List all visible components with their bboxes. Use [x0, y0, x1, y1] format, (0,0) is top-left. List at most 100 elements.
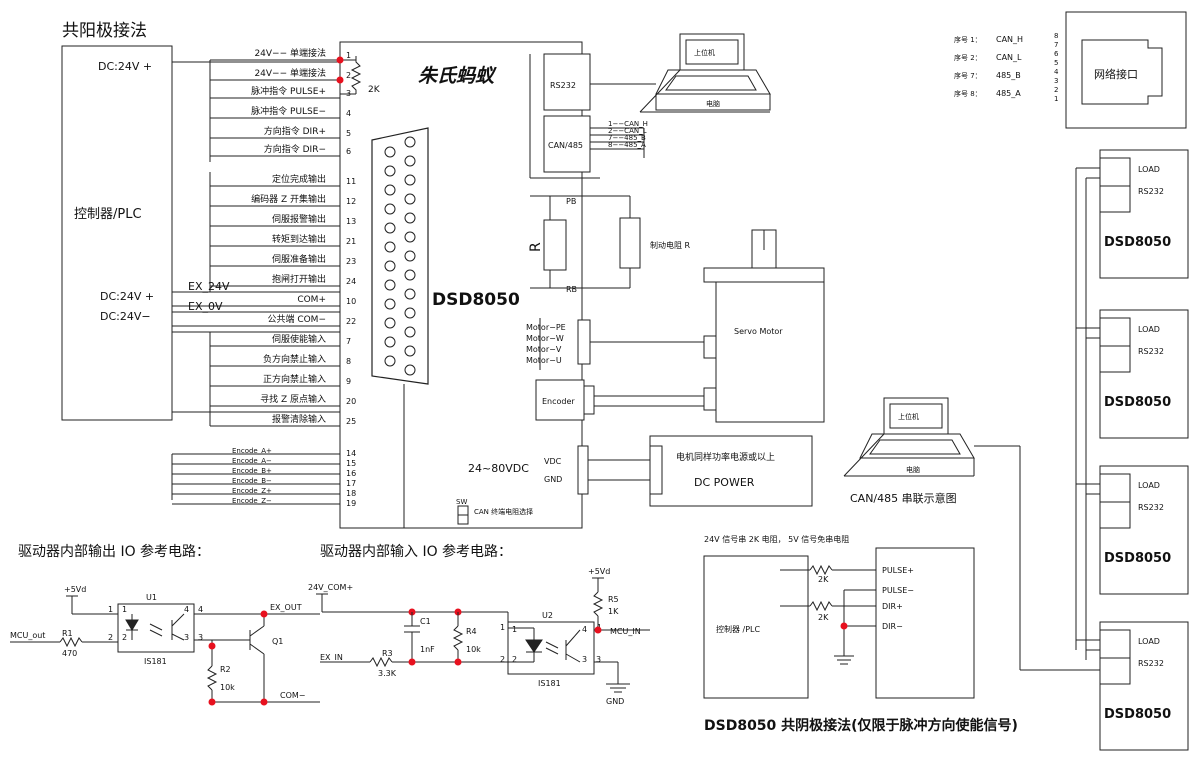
encoder-pin-number: 16: [346, 469, 356, 478]
network-pin-number: 5: [1054, 59, 1058, 67]
drive-voltage: 24~80VDC: [468, 462, 529, 475]
encoder-label: Encoder: [542, 397, 575, 406]
pin-number: 6: [346, 147, 351, 156]
pin-number: 9: [346, 377, 351, 386]
db25-pin: [404, 250, 416, 262]
drive-box: [339, 41, 583, 529]
slave-model-label: DSD8050: [1104, 395, 1171, 410]
slave-port: [1099, 157, 1131, 213]
u2-label: U2: [542, 611, 553, 620]
pin-number: 13: [346, 217, 356, 226]
pb-label: PB: [566, 197, 576, 206]
in-v24-label: 24V_COM+: [308, 583, 353, 592]
network-seq: 序号 2：: [954, 53, 982, 62]
db25-pin: [404, 212, 416, 224]
db25-pin: [384, 336, 396, 348]
network-signal: 485_A: [996, 89, 1021, 98]
db25-pin: [404, 326, 416, 338]
encoder-pin-number: 15: [346, 459, 356, 468]
slave-port: [1099, 629, 1131, 685]
db25-pin: [404, 269, 416, 281]
r-label: R: [528, 242, 544, 252]
cc-pin-label: PULSE−: [882, 586, 914, 595]
network-seq: 序号 8：: [954, 89, 982, 98]
encoder-pin-number: 17: [346, 479, 356, 488]
cc-plc-box: [703, 555, 809, 699]
ex-in-label: EX_IN: [320, 653, 343, 662]
cc-title: DSD8050 共阴极接法(仅限于脉冲方向使能信号): [704, 717, 1018, 734]
can485-block: [543, 115, 591, 173]
cc-plc-label: 控制器 /PLC: [716, 624, 761, 634]
slave-port: [1099, 317, 1131, 373]
pin-number: 5: [346, 129, 351, 138]
pin-number: 21: [346, 237, 356, 246]
slave-rs232-label: RS232: [1138, 187, 1164, 196]
u2-inner-pin3: 3: [582, 655, 587, 664]
db25-pin: [384, 203, 396, 215]
plc-box: [61, 45, 173, 421]
plc-dc24v-minus: DC:24V−: [100, 310, 151, 323]
encoder-pin-number: 19: [346, 499, 356, 508]
c1-value: 1nF: [420, 645, 435, 654]
pin-label: 公共端 COM−: [267, 313, 326, 325]
encoder-pin-number: 14: [346, 449, 356, 458]
slave-load-label: LOAD: [1138, 637, 1160, 646]
network-seq: 序号 1：: [954, 35, 982, 44]
u1-pin3: 3: [198, 633, 203, 642]
db25-pin: [404, 288, 416, 300]
pin-label: 正方向禁止输入: [263, 373, 326, 385]
db25-pin: [384, 279, 396, 291]
internal-resistor: [543, 219, 567, 271]
network-pin-number: 1: [1054, 95, 1058, 103]
db25-pin: [384, 298, 396, 310]
encoder-pin-list: Encode_A+14Encode_A−15Encode_B+16Encode_…: [172, 447, 356, 508]
r4-value: 10k: [466, 645, 481, 654]
r1-value: 470: [62, 649, 77, 658]
pin-label: 方向指令 DIR+: [264, 125, 326, 137]
rs232-block: [543, 53, 591, 111]
r4-label: R4: [466, 627, 477, 636]
c1-label: C1: [420, 617, 431, 626]
power-line2: DC POWER: [694, 476, 755, 489]
rb-label: RB: [566, 285, 577, 294]
pc-top-caption: 电脑: [706, 99, 720, 108]
r5-label: R5: [608, 595, 619, 604]
can-line-label: 2−−CAN_L: [608, 127, 647, 135]
u1-inner-pin2: 2: [122, 633, 127, 642]
slave-load-label: LOAD: [1138, 325, 1160, 334]
network-pin-number: 6: [1054, 50, 1059, 58]
pin-label: 伺服准备输出: [272, 253, 326, 265]
db25-pin: [404, 155, 416, 167]
in-v5-label: +5Vd: [588, 567, 610, 576]
db25-pin: [404, 364, 416, 376]
pin-label: 负方向禁止输入: [263, 353, 326, 365]
db25-pin: [384, 165, 396, 177]
drive-model: DSD8050: [432, 290, 520, 310]
r3-value: 3.3K: [378, 669, 397, 678]
pin-label: 定位完成输出: [272, 173, 326, 185]
db25-connector: [371, 127, 429, 385]
cc-r2-label: 2K: [818, 613, 829, 622]
u1-inner-pin1: 1: [122, 605, 127, 614]
encoder-pin-label: Encode_A+: [232, 447, 272, 455]
slave-model-label: DSD8050: [1104, 235, 1171, 250]
pin-number: 22: [346, 317, 356, 326]
network-signal: 485_B: [996, 71, 1021, 80]
cc-r1-label: 2K: [818, 575, 829, 584]
title-common-anode: 共阳极接法: [62, 21, 147, 41]
pc-mid-label: 上位机: [898, 412, 919, 421]
pin-number: 7: [346, 337, 351, 346]
encoder-pin-label: Encode_B−: [232, 477, 272, 485]
in-ic-label: IS181: [538, 679, 561, 688]
pin-label: 伺服报警输出: [272, 213, 326, 225]
pin-number: 25: [346, 417, 356, 426]
encoder-pin-label: Encode_A−: [232, 457, 272, 465]
u1-inner-pin4: 4: [184, 605, 189, 614]
pin-label: 伺服使能输入: [272, 333, 326, 345]
can-lines: 1−−CAN_H2−−CAN_L7−−485_B8−−485_A: [590, 120, 648, 158]
